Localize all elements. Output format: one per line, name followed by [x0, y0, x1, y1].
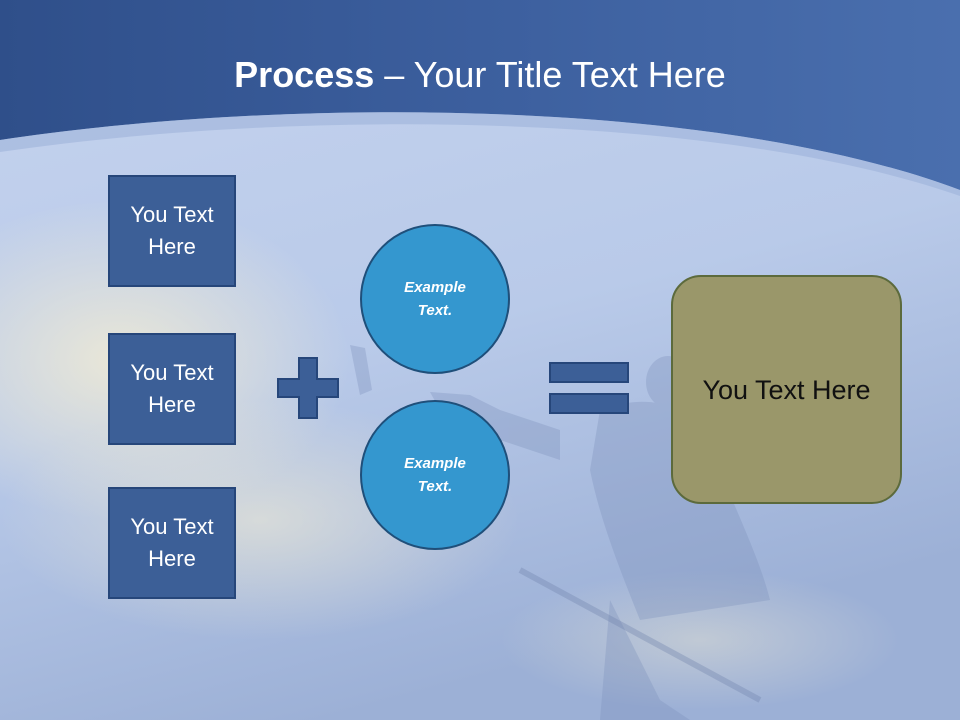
title-rest: – Your Title Text Here	[374, 54, 726, 95]
plus-icon	[277, 357, 339, 419]
left-box-3: You Text Here	[108, 487, 236, 599]
circle-1: Example Text.	[360, 224, 510, 374]
result-box-label: You Text Here	[702, 374, 871, 405]
slide-title: Process – Your Title Text Here	[0, 52, 960, 98]
circle-2: Example Text.	[360, 400, 510, 550]
circle-label: Example Text.	[404, 279, 466, 319]
left-box-1: You Text Here	[108, 175, 236, 287]
left-box-label: You Text Here	[130, 202, 214, 259]
circle-label: Example Text.	[404, 455, 466, 495]
title-bold: Process	[234, 54, 375, 95]
left-box-label: You Text Here	[130, 514, 214, 571]
left-box-label: You Text Here	[130, 360, 214, 417]
left-box-2: You Text Here	[108, 333, 236, 445]
equals-icon	[549, 362, 629, 414]
result-box: You Text Here	[671, 275, 902, 504]
